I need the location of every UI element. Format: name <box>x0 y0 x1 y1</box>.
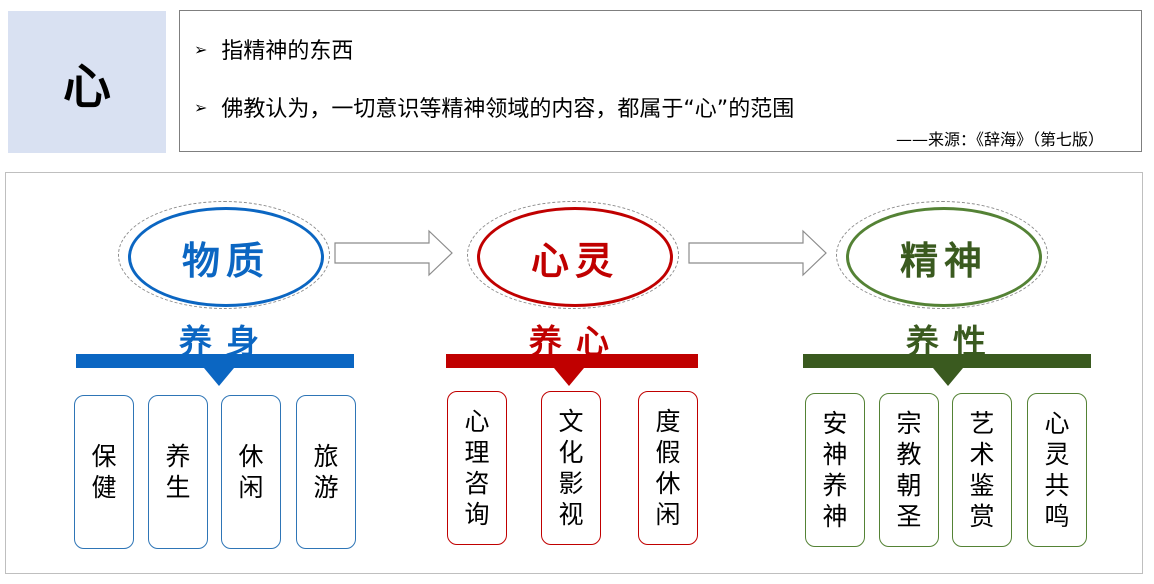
item-box: 心 理 咨 询 <box>447 391 507 545</box>
item-char: 视 <box>558 500 584 529</box>
item-char: 心 <box>464 407 490 436</box>
right-arrow-icon <box>688 229 827 277</box>
item-char: 艺 <box>969 409 995 438</box>
ellipse-jingshen: 精神 <box>846 207 1042 307</box>
item-box: 安 神 养 神 <box>805 393 865 547</box>
item-char: 假 <box>655 438 681 467</box>
item-char: 询 <box>464 500 490 529</box>
category-bar <box>803 354 1091 368</box>
item-char: 共 <box>1044 471 1070 500</box>
bullet-text: 佛教认为，一切意识等精神领域的内容，都属于“心”的范围 <box>221 97 795 122</box>
bullet-item: ➢ 指精神的东西 <box>194 33 353 65</box>
item-char: 闲 <box>655 500 681 529</box>
item-char: 游 <box>313 473 339 502</box>
ellipse-outline <box>836 201 1048 309</box>
bullet-item: ➢ 佛教认为，一切意识等精神领域的内容，都属于“心”的范围 <box>194 91 794 123</box>
item-char: 鸣 <box>1044 502 1070 531</box>
bullet-text: 指精神的东西 <box>221 39 354 64</box>
right-arrow-icon <box>334 229 453 277</box>
ellipse-outline <box>118 201 330 309</box>
item-box: 保 健 <box>74 395 134 549</box>
item-char: 心 <box>1044 409 1070 438</box>
item-char: 理 <box>464 438 490 467</box>
source-citation: ——来源：《辞海》（第七版） <box>895 130 1104 149</box>
title-box: 心 <box>8 11 166 153</box>
category-bar <box>76 354 354 368</box>
bullet-arrow-icon: ➢ <box>194 39 208 59</box>
item-char: 养 <box>165 442 191 471</box>
bar-pointer <box>204 368 234 386</box>
item-box: 心 灵 共 鸣 <box>1027 393 1087 547</box>
item-char: 神 <box>822 440 848 469</box>
item-box: 旅 游 <box>296 395 356 549</box>
item-char: 圣 <box>896 502 922 531</box>
ellipse-xinling: 心灵 <box>477 207 673 307</box>
bar-pointer <box>554 368 584 386</box>
item-char: 咨 <box>464 469 490 498</box>
ellipse-outline <box>467 201 679 309</box>
item-char: 神 <box>822 502 848 531</box>
item-box: 度 假 休 闲 <box>638 391 698 545</box>
item-char: 教 <box>896 440 922 469</box>
item-char: 赏 <box>969 502 995 531</box>
item-char: 休 <box>655 469 681 498</box>
diagram-frame: 物质 心灵 精神 养身 养心 养性 保 健 养 生 休 闲 旅 游 心 理 咨 … <box>5 172 1143 574</box>
item-char: 安 <box>822 409 848 438</box>
item-char: 保 <box>91 442 117 471</box>
item-char: 灵 <box>1044 440 1070 469</box>
item-box: 文 化 影 视 <box>541 391 601 545</box>
item-char: 健 <box>91 473 117 502</box>
definition-box: ➢ 指精神的东西 ➢ 佛教认为，一切意识等精神领域的内容，都属于“心”的范围 —… <box>179 10 1142 152</box>
item-char: 化 <box>558 438 584 467</box>
ellipse-wuzhi: 物质 <box>128 207 324 307</box>
item-char: 朝 <box>896 471 922 500</box>
item-char: 生 <box>165 473 191 502</box>
bar-pointer <box>933 368 963 386</box>
item-char: 宗 <box>896 409 922 438</box>
item-char: 旅 <box>313 442 339 471</box>
item-char: 文 <box>558 407 584 436</box>
item-char: 影 <box>558 469 584 498</box>
item-char: 闲 <box>238 473 264 502</box>
item-char: 度 <box>655 407 681 436</box>
bullet-arrow-icon: ➢ <box>194 97 208 117</box>
item-char: 休 <box>238 442 264 471</box>
item-box: 艺 术 鉴 赏 <box>952 393 1012 547</box>
item-box: 宗 教 朝 圣 <box>879 393 939 547</box>
item-char: 鉴 <box>969 471 995 500</box>
category-bar <box>446 354 698 368</box>
item-box: 休 闲 <box>221 395 281 549</box>
item-char: 术 <box>969 440 995 469</box>
item-box: 养 生 <box>148 395 208 549</box>
item-char: 养 <box>822 471 848 500</box>
